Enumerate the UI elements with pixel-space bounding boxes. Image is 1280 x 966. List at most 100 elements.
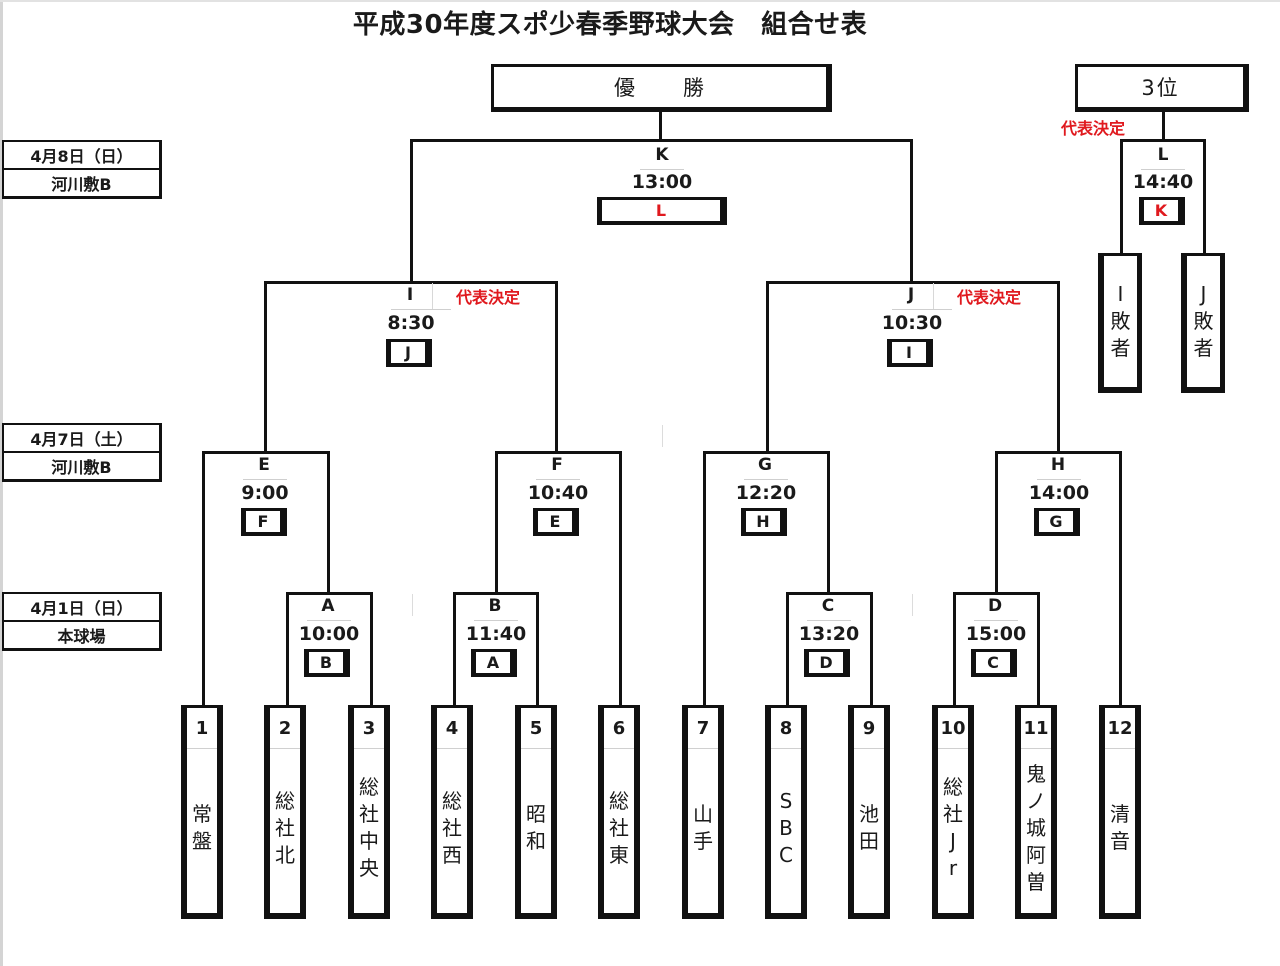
team-divider xyxy=(521,748,551,749)
loser-char: J xyxy=(1200,282,1207,306)
bracket-line xyxy=(410,139,913,142)
team-name-char: 阿 xyxy=(1026,842,1046,867)
bracket-line xyxy=(264,281,267,453)
bracket-line xyxy=(953,592,956,707)
bracket-line xyxy=(1120,139,1206,142)
team-divider xyxy=(604,748,634,749)
team-name-char: 音 xyxy=(1110,829,1130,853)
bracket-line xyxy=(202,451,330,454)
team-name-char: 総 xyxy=(359,775,379,799)
match-time: 10:00 xyxy=(298,623,360,645)
opponent-box: F xyxy=(241,508,287,536)
match-label: C xyxy=(821,596,835,616)
team-name-char: 田 xyxy=(859,829,879,853)
team-box: 1 常盤 xyxy=(181,705,223,919)
team-name-char: S xyxy=(779,788,793,813)
opponent-box: A xyxy=(471,649,517,677)
match-divider xyxy=(1141,169,1185,170)
loser-box-I: I 敗 者 xyxy=(1098,253,1142,393)
team-name: 常盤 xyxy=(187,749,217,907)
team-number: 10 xyxy=(940,717,966,739)
team-name-char: 社 xyxy=(275,815,295,840)
representative-label: 代表決定 xyxy=(1061,119,1126,138)
loser-char: 敗 xyxy=(1193,309,1214,333)
match-divider xyxy=(892,309,952,310)
team-number: 6 xyxy=(612,717,626,739)
opponent-box: E xyxy=(533,508,579,536)
loser-char: 者 xyxy=(1110,336,1131,360)
bracket-line xyxy=(827,451,830,594)
team-name-char: 池 xyxy=(859,802,879,826)
match-time: 14:40 xyxy=(1132,171,1194,193)
match-label: B xyxy=(488,596,502,616)
team-name-char: 社 xyxy=(442,815,462,840)
third-place-label: 3位 xyxy=(1141,76,1180,100)
bracket-line xyxy=(555,281,558,453)
team-name-char: 社 xyxy=(359,802,379,826)
bracket-line xyxy=(536,592,539,707)
team-box: 9 池田 xyxy=(848,705,890,919)
opponent-box: H xyxy=(741,508,787,536)
bracket-line xyxy=(786,592,873,595)
team-name-char: 総 xyxy=(442,788,462,813)
match-divider xyxy=(243,479,287,480)
team-number: 4 xyxy=(445,717,459,739)
team-name: 総社東 xyxy=(604,749,634,907)
match-time: 13:00 xyxy=(631,171,693,193)
team-divider xyxy=(938,748,968,749)
team-name: 池田 xyxy=(854,749,884,907)
team-name-char: ノ xyxy=(1026,788,1046,813)
match-time: 13:20 xyxy=(798,623,860,645)
third-place-box: 3位 xyxy=(1075,64,1249,112)
bracket-line xyxy=(953,592,1040,595)
bracket-line xyxy=(495,451,622,454)
team-number: 5 xyxy=(529,717,543,739)
match-divider xyxy=(391,309,451,310)
bracket-line xyxy=(766,281,1060,284)
cell-divider xyxy=(933,283,934,309)
schedule-round-final: 4月8日（日） 河川敷B xyxy=(2,140,162,199)
bracket-line xyxy=(1120,139,1123,255)
team-divider xyxy=(854,748,884,749)
champion-label: 優 勝 xyxy=(614,76,706,100)
team-divider xyxy=(270,748,300,749)
bracket-line xyxy=(1162,110,1165,142)
match-time: 8:30 xyxy=(387,312,435,334)
team-name: 鬼ノ城阿曽 xyxy=(1021,749,1051,907)
bracket-line xyxy=(453,592,539,595)
team-name-char: B xyxy=(779,815,793,840)
bracket-line xyxy=(370,592,373,707)
team-name-char: 総 xyxy=(609,788,629,813)
team-number: 1 xyxy=(195,717,209,739)
opponent-box: G xyxy=(1034,508,1080,536)
team-box: 6 総社東 xyxy=(598,705,640,919)
bracket-line xyxy=(703,451,830,454)
bracket-line xyxy=(1057,281,1060,453)
match-time: 14:00 xyxy=(1028,482,1090,504)
bracket-line xyxy=(995,451,1122,454)
page-title: 平成30年度スポ少春季野球大会 組合せ表 xyxy=(352,10,868,40)
opponent-box: K xyxy=(1139,197,1185,225)
match-time: 11:40 xyxy=(465,623,527,645)
match-time: 12:20 xyxy=(735,482,797,504)
match-label: F xyxy=(551,455,563,475)
loser-char: I xyxy=(1117,282,1124,306)
match-divider xyxy=(974,620,1018,621)
bracket-line xyxy=(453,592,456,707)
opponent-box: I xyxy=(887,339,933,367)
match-label: E xyxy=(258,455,270,475)
bracket-line xyxy=(619,451,622,707)
match-label: L xyxy=(1157,145,1169,165)
team-number: 11 xyxy=(1023,717,1049,739)
team-name-char: 城 xyxy=(1026,815,1046,840)
bracket-line xyxy=(703,451,706,707)
team-number: 9 xyxy=(862,717,876,739)
schedule-date: 4月1日（日） xyxy=(30,599,133,618)
bracket-line xyxy=(870,592,873,707)
grid-guide xyxy=(662,425,663,447)
team-name: 総社北 xyxy=(270,749,300,907)
